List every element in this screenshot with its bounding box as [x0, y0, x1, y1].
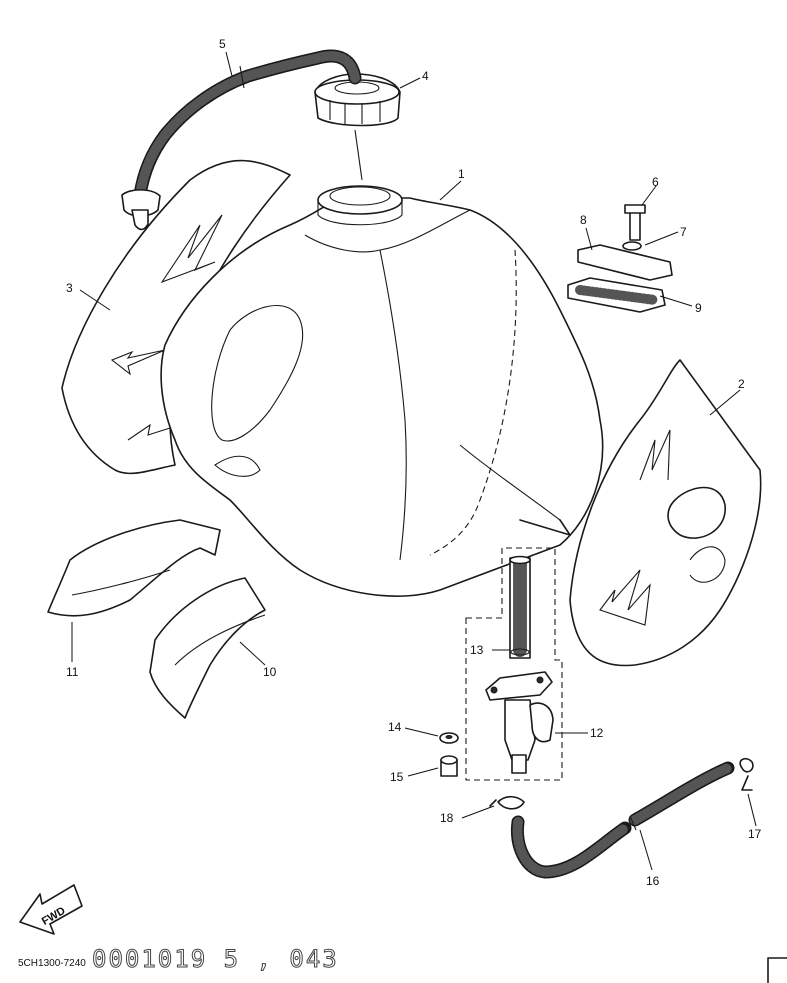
hose-clip-upper	[739, 757, 754, 791]
callout-2: 2	[738, 377, 745, 391]
callout-9: 9	[695, 301, 702, 315]
callout-3: 3	[66, 281, 73, 295]
callout-18: 18	[440, 811, 454, 825]
callout-16: 16	[646, 874, 660, 888]
callout-11: 11	[66, 665, 79, 679]
callout-5: 5	[219, 37, 226, 51]
fuel-cap	[314, 73, 401, 181]
callout-7: 7	[680, 225, 687, 239]
fuel-tank	[160, 185, 604, 597]
washer-and-screw	[439, 732, 459, 777]
forward-direction-arrow: FWD	[19, 884, 83, 935]
left-heat-shield	[47, 519, 221, 617]
tank-bracket-assembly	[567, 204, 673, 313]
callout-12: 12	[590, 726, 604, 740]
right-tank-decal	[569, 359, 762, 667]
callout-17: 17	[748, 827, 762, 841]
callout-14: 14	[388, 720, 402, 734]
callout-13: 13	[470, 643, 484, 657]
corner-frame-mark	[767, 957, 787, 983]
callout-4: 4	[422, 69, 429, 83]
callout-1: 1	[458, 167, 465, 181]
breather-hose	[121, 49, 362, 231]
callout-15: 15	[390, 770, 404, 784]
catalog-stamp: 0001019 5 , 043	[92, 945, 339, 973]
callout-6: 6	[652, 175, 659, 189]
drawing-code: 5CH1300-7240	[18, 958, 86, 969]
callout-8: 8	[580, 213, 587, 227]
hose-clip-lower	[489, 795, 525, 810]
fuel-hose	[510, 761, 735, 879]
callout-labels: 1 2 3 4 5 6 7 8 9 10 11 12 13 14 15 16 1	[66, 37, 762, 888]
right-heat-shield	[149, 577, 266, 719]
fuel-cock-assembly	[465, 547, 563, 781]
callout-10: 10	[263, 665, 277, 679]
